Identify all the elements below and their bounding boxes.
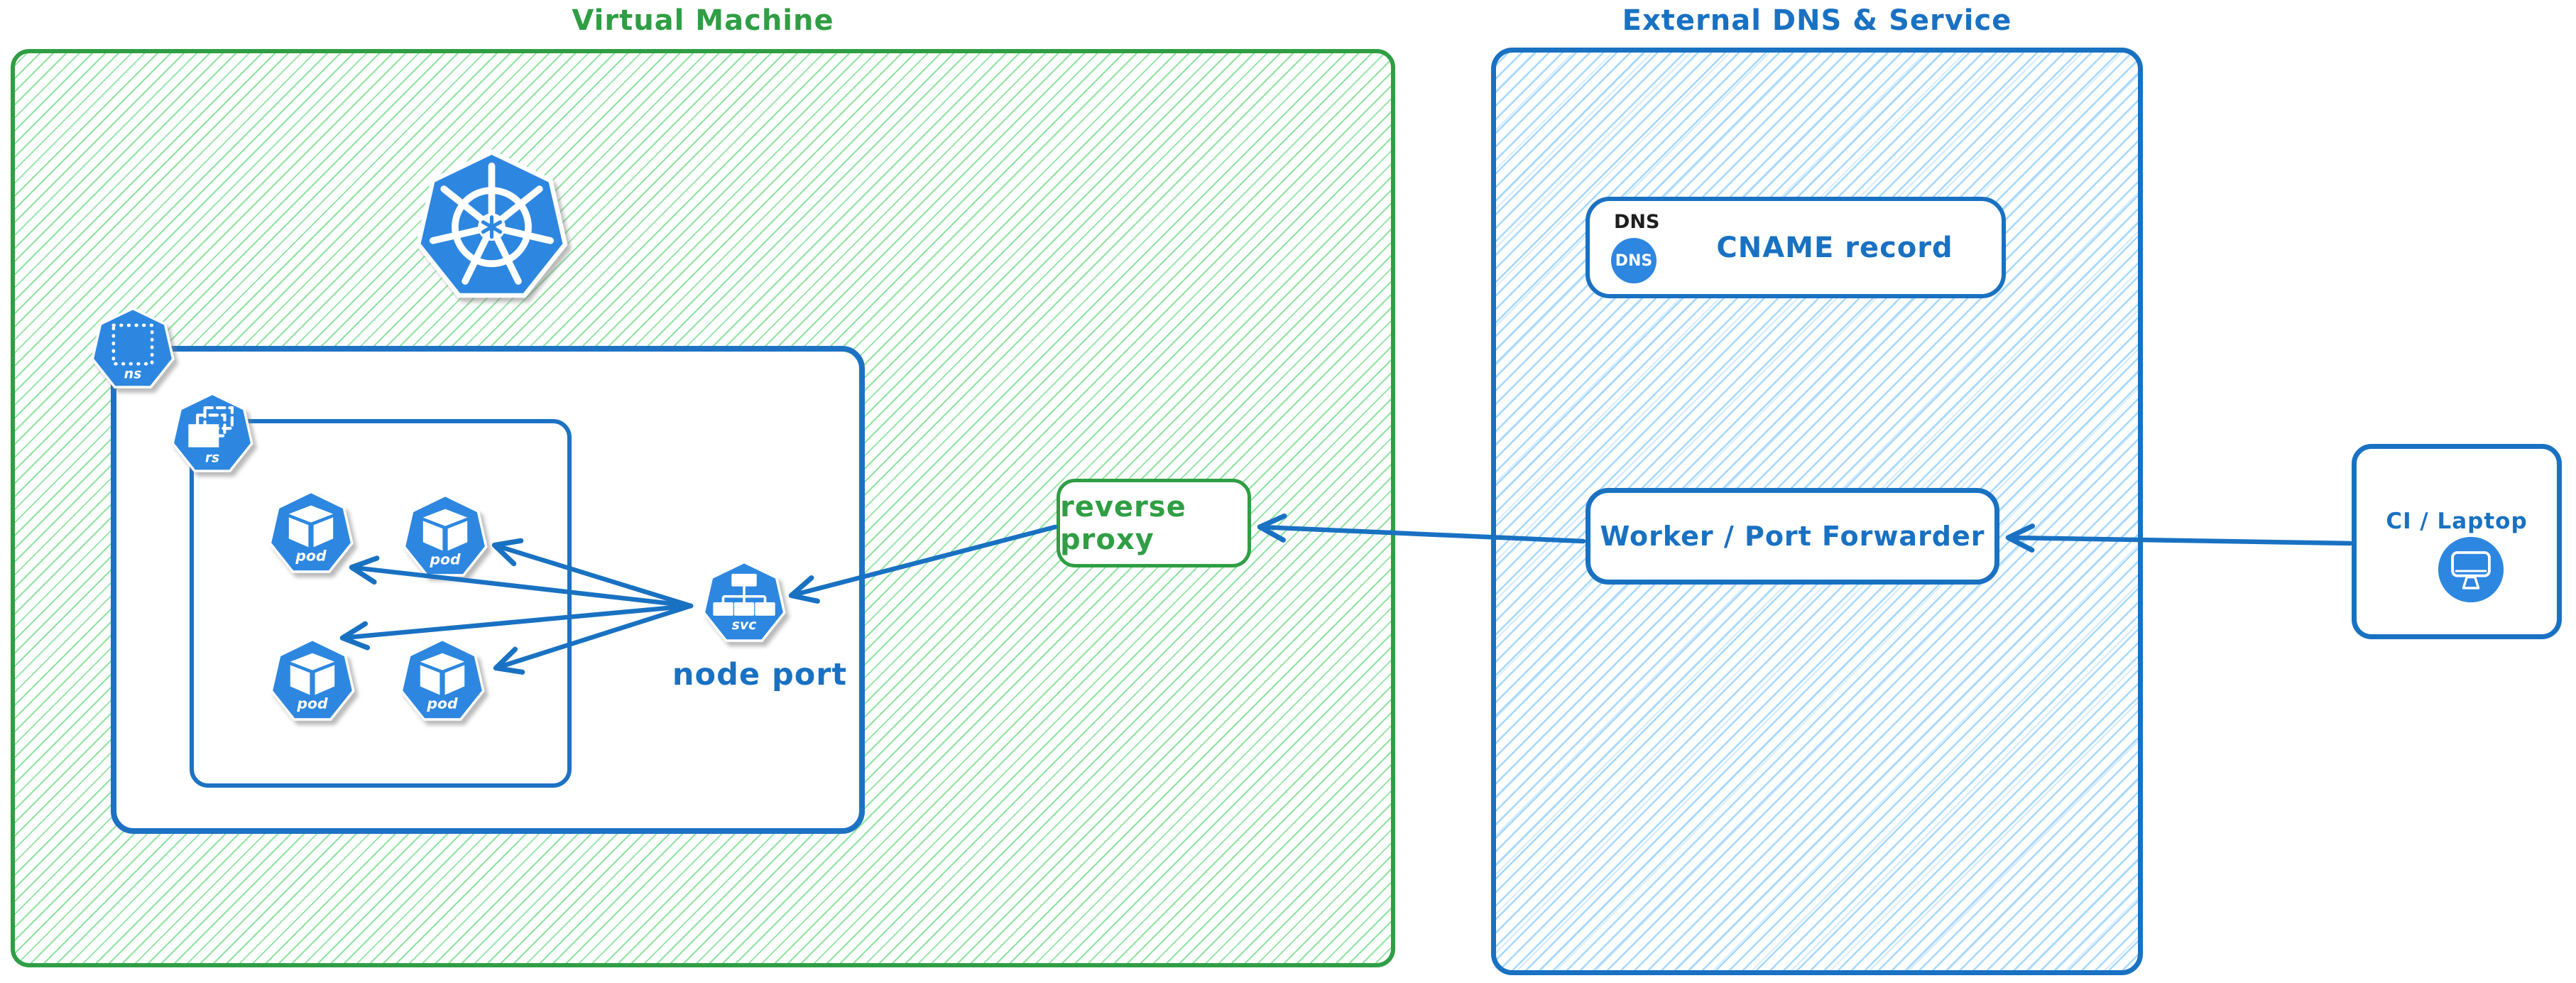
pod-icon: pod <box>400 638 485 721</box>
worker-port-forwarder-label: Worker / Port Forwarder <box>1600 521 1985 552</box>
external-region-title: External DNS & Service <box>1622 4 2012 37</box>
pod-icon: pod <box>403 494 488 577</box>
svg-text:pod: pod <box>429 551 461 568</box>
pod-icon: pod <box>268 490 354 573</box>
reverse-proxy-box: reverse proxy <box>1057 479 1251 567</box>
ci-laptop-box: CI / Laptop <box>2352 444 2562 639</box>
pod-icon: pod <box>270 638 355 721</box>
svg-text:pod: pod <box>295 548 327 565</box>
vm-region-title: Virtual Machine <box>572 4 834 37</box>
dns-badge-icon: DNS <box>1611 238 1657 283</box>
svg-text:svc: svc <box>732 617 757 633</box>
svg-text:pod: pod <box>426 695 458 712</box>
kubernetes-logo-icon <box>415 149 568 298</box>
service-icon: svc <box>702 560 786 642</box>
worker-port-forwarder-box: Worker / Port Forwarder <box>1586 488 1999 585</box>
dns-header-label: DNS <box>1614 211 1660 233</box>
cname-record-label: CNAME record <box>1716 231 1953 264</box>
node-port-label: node port <box>672 657 848 693</box>
svg-text:rs: rs <box>205 451 219 466</box>
monitor-icon <box>2438 536 2504 603</box>
svg-text:ns: ns <box>124 366 142 381</box>
dns-badge-label: DNS <box>1615 251 1653 270</box>
ci-laptop-label: CI / Laptop <box>2386 509 2528 534</box>
namespace-icon: ns <box>91 307 175 389</box>
replicaset-icon: rs <box>171 392 253 472</box>
svg-text:pod: pod <box>296 695 328 712</box>
reverse-proxy-label: reverse proxy <box>1060 490 1186 556</box>
cname-record-box: DNS DNS CNAME record <box>1586 197 2006 298</box>
